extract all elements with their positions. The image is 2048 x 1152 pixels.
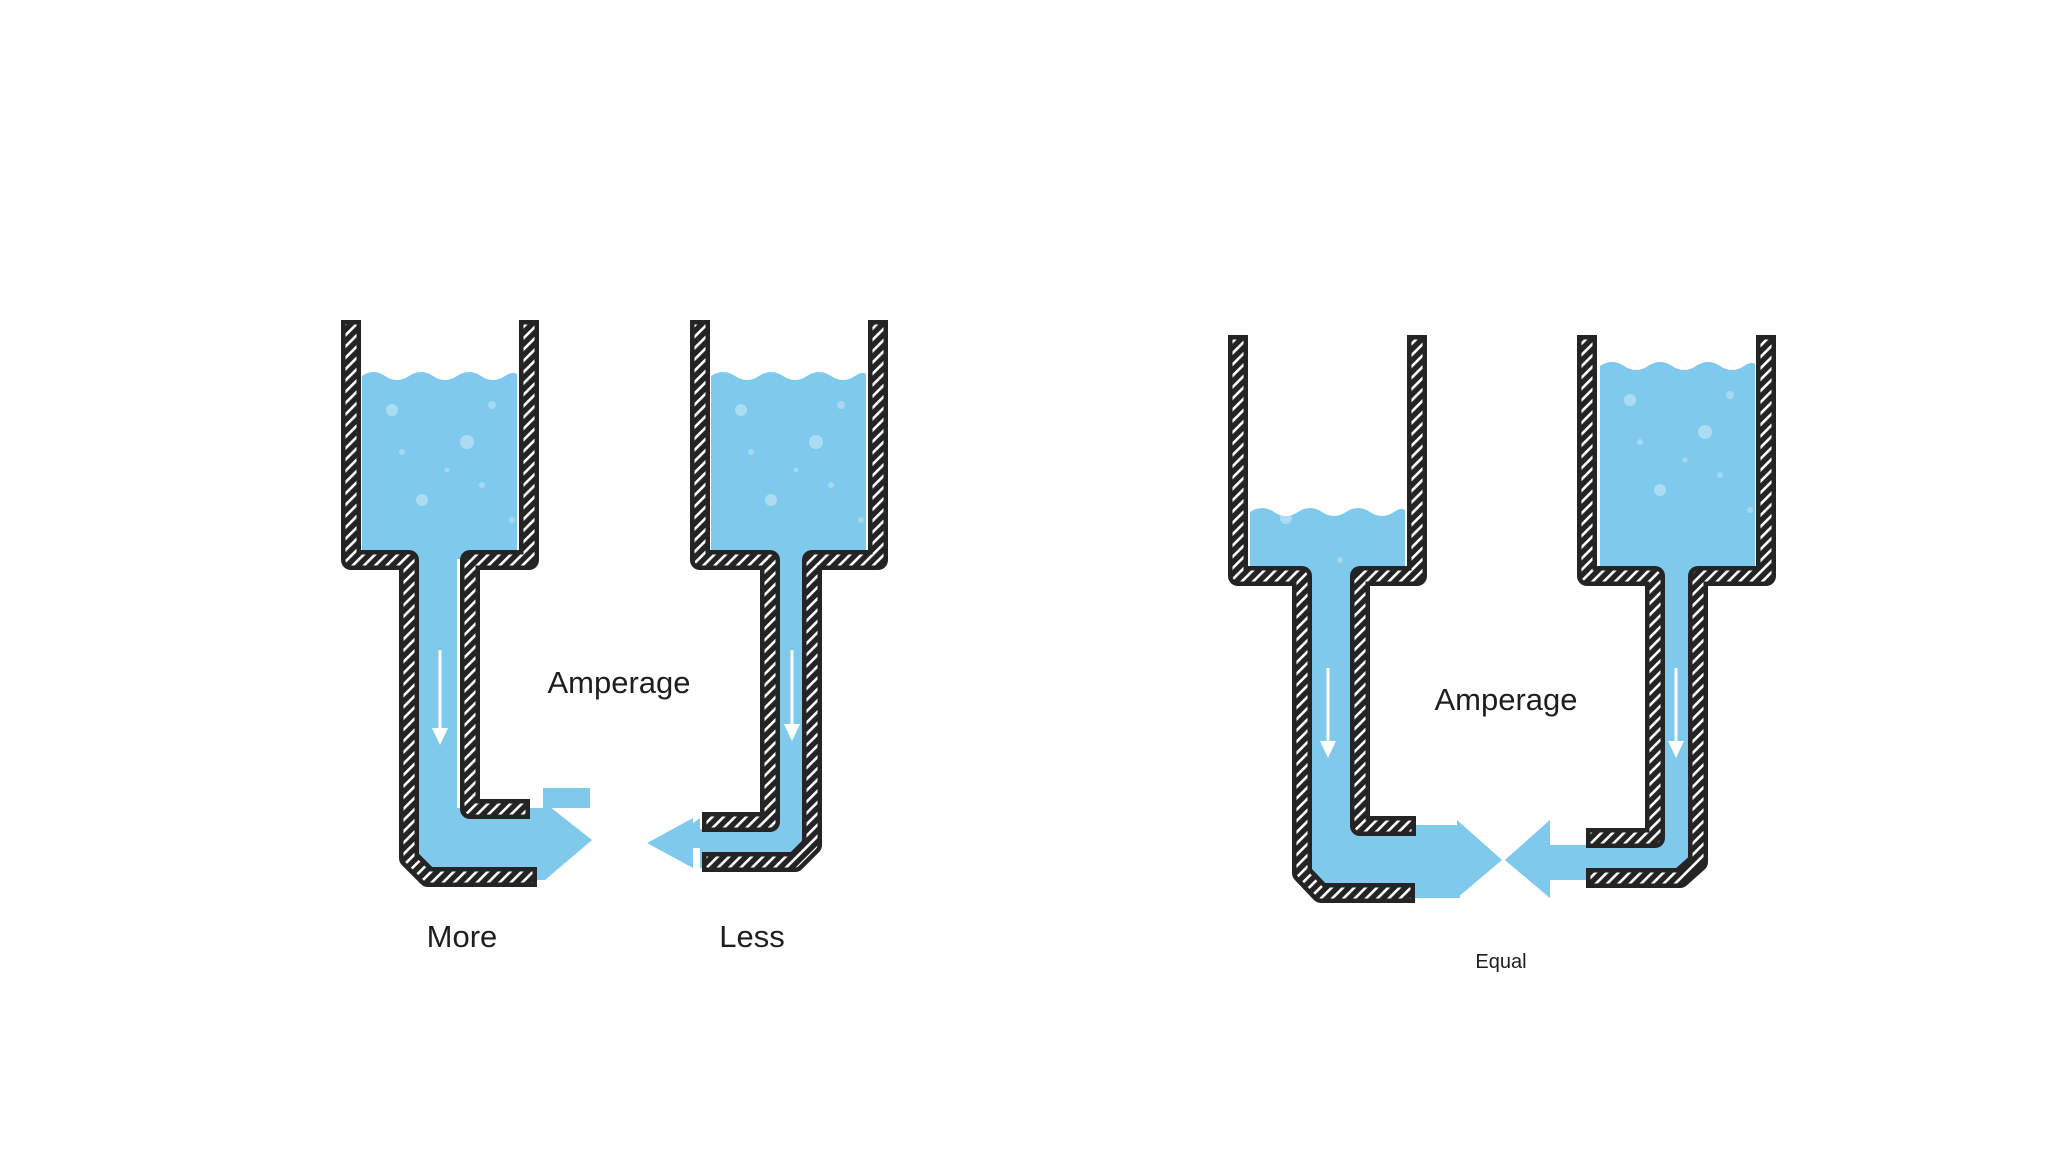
arrow-head-left — [1505, 820, 1550, 898]
left-diagram-right-tank — [647, 320, 888, 872]
right-diagram: Amperage Equal — [1228, 335, 1776, 973]
tank-wall-hatch — [464, 324, 535, 815]
left-diagram-left-tank — [341, 320, 592, 887]
bubble — [1337, 557, 1343, 563]
tank-wall-hatch — [1232, 339, 1411, 899]
down-arrow-icon — [1320, 668, 1336, 758]
bubble — [1280, 512, 1292, 524]
tank-wall-hatch — [1354, 339, 1423, 832]
amperage-label: Amperage — [1434, 682, 1577, 717]
right-diagram-right-tank — [1505, 335, 1776, 898]
left-diagram: Amperage More Less — [341, 320, 888, 954]
tank-wall-hatch — [1590, 339, 1772, 884]
arrow-head-left — [647, 818, 693, 868]
more-label: More — [427, 919, 498, 954]
down-arrow-icon — [1668, 668, 1684, 758]
tank-wall-hatch — [345, 324, 533, 883]
tank-wall-hatch — [694, 324, 776, 828]
down-arrow-icon — [784, 650, 800, 741]
tank-wall — [1350, 335, 1427, 836]
arrow-head-right — [1457, 820, 1502, 898]
tank-wall-hatch — [706, 324, 884, 868]
less-label: Less — [719, 919, 784, 954]
tank-wall-hatch — [1581, 339, 1661, 844]
right-diagram-left-tank — [1228, 335, 1502, 903]
water-fill — [1505, 362, 1755, 898]
amperage-label: Amperage — [547, 665, 690, 700]
down-arrow-icon — [432, 650, 448, 745]
equal-label: Equal — [1475, 951, 1526, 973]
arrow-head-right — [545, 803, 592, 880]
